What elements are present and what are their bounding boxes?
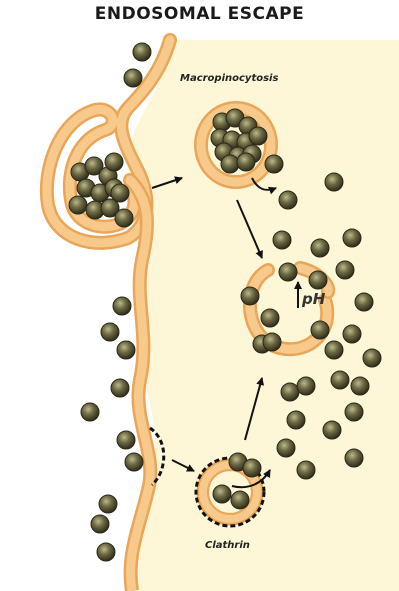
macropinocytosis-label: Macropinocytosis	[180, 73, 278, 84]
nanoparticle-icon	[297, 461, 315, 479]
nanoparticle-icon	[279, 191, 297, 209]
nanoparticle-icon	[343, 229, 361, 247]
nanoparticle-icon	[69, 196, 87, 214]
nanoparticle-icon	[111, 184, 129, 202]
nanoparticle-icon	[124, 69, 142, 87]
nanoparticle-icon	[105, 153, 123, 171]
nanoparticle-icon	[117, 341, 135, 359]
nanoparticle-icon	[115, 209, 133, 227]
nanoparticle-icon	[355, 293, 373, 311]
nanoparticle-icon	[213, 485, 231, 503]
nanoparticle-icon	[237, 153, 255, 171]
nanoparticle-icon	[113, 297, 131, 315]
nanoparticle-icon	[279, 263, 297, 281]
nanoparticle-icon	[336, 261, 354, 279]
clathrin-label: Clathrin	[205, 540, 250, 551]
nanoparticle-icon	[265, 155, 283, 173]
nanoparticle-icon	[261, 309, 279, 327]
nanoparticle-icon	[243, 459, 261, 477]
nanoparticle-icon	[101, 323, 119, 341]
nanoparticle-icon	[231, 491, 249, 509]
nanoparticle-icon	[363, 349, 381, 367]
nanoparticle-icon	[325, 341, 343, 359]
nanoparticle-icon	[99, 495, 117, 513]
nanoparticle-icon	[111, 379, 129, 397]
nanoparticle-icon	[311, 321, 329, 339]
nanoparticle-icon	[345, 449, 363, 467]
nanoparticle-icon	[281, 383, 299, 401]
nanoparticle-icon	[125, 453, 143, 471]
nanoparticle-icon	[351, 377, 369, 395]
nanoparticle-icon	[297, 377, 315, 395]
nanoparticle-icon	[81, 403, 99, 421]
nanoparticle-icon	[325, 173, 343, 191]
nanoparticle-icon	[287, 411, 305, 429]
nanoparticle-icon	[331, 371, 349, 389]
nanoparticle-icon	[273, 231, 291, 249]
ph-label: pH	[302, 290, 325, 308]
nanoparticle-icon	[117, 431, 135, 449]
nanoparticle-icon	[323, 421, 341, 439]
nanoparticle-icon	[133, 43, 151, 61]
nanoparticle-icon	[309, 271, 327, 289]
nanoparticle-icon	[249, 127, 267, 145]
nanoparticle-icon	[91, 515, 109, 533]
nanoparticle-icon	[241, 287, 259, 305]
nanoparticle-icon	[221, 155, 239, 173]
nanoparticle-icon	[311, 239, 329, 257]
nanoparticle-icon	[343, 325, 361, 343]
nanoparticle-icon	[263, 333, 281, 351]
nanoparticle-icon	[277, 439, 295, 457]
nanoparticle-icon	[97, 543, 115, 561]
nanoparticle-icon	[345, 403, 363, 421]
